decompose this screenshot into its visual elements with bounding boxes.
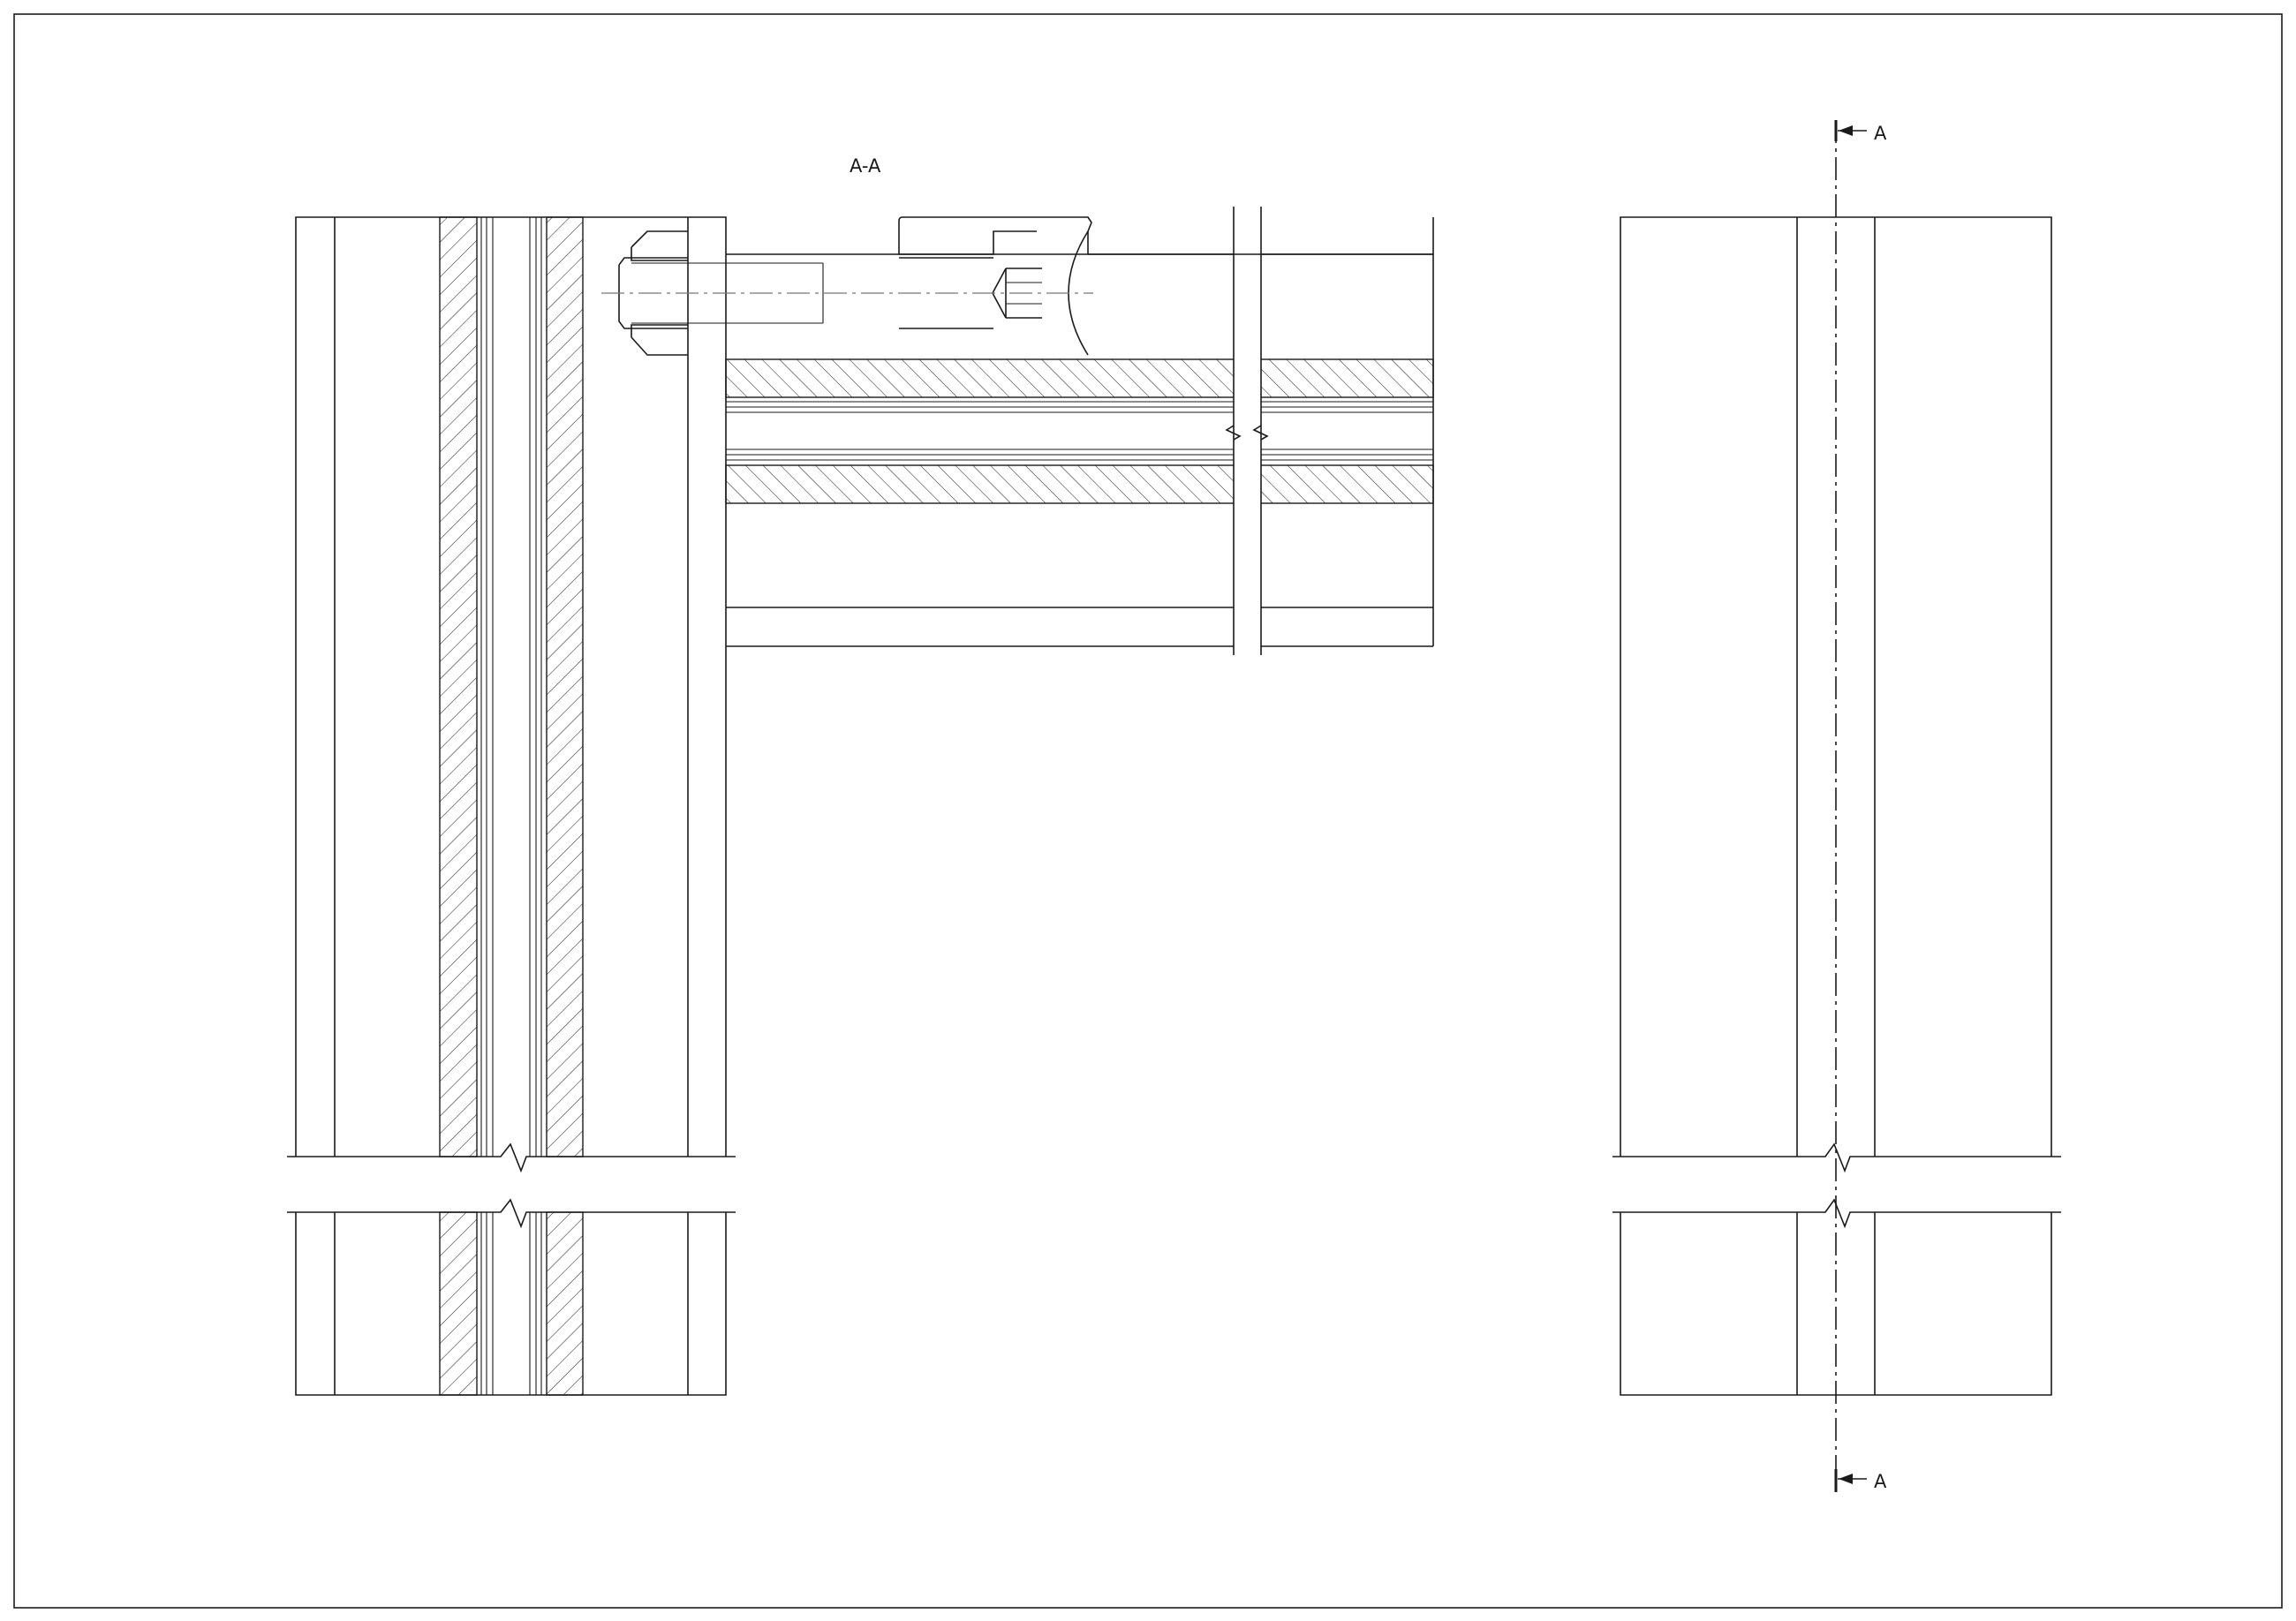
horizontal-profile-break [1225,207,1269,655]
section-title-label: A-A [850,155,881,177]
vertical-profile-hatching [439,216,584,1396]
section-marker-top: A [1834,120,1887,144]
vertical-profile-lower [295,1212,727,1396]
vertical-profile-break-lines [287,1142,736,1229]
sheet-border [13,13,2283,1609]
vertical-profile-upper [295,216,727,1157]
elevation-view: A A [1612,120,2061,1492]
horizontal-profile [725,217,1434,647]
section-view [287,207,1434,1396]
elevation-break-line-lower [1612,1198,2061,1229]
elevation-break-line-upper [1612,1142,2061,1173]
corner-connector [618,216,1433,356]
cut-marker-top-label: A [1874,123,1887,144]
cut-marker-bottom-label: A [1874,1471,1887,1492]
section-marker-bottom: A [1834,1469,1887,1492]
